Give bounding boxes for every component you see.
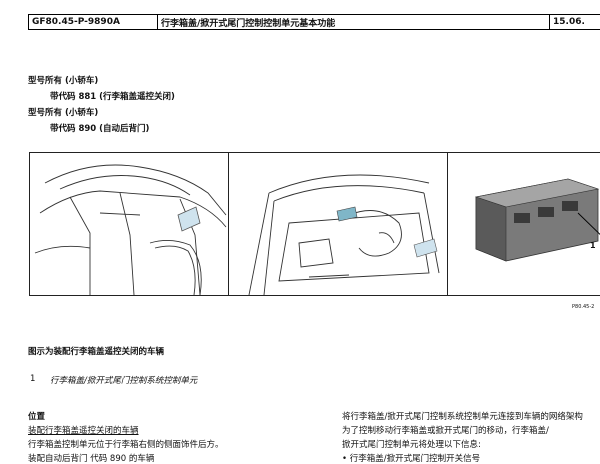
document-code: GF80.45-P-9890A [29, 15, 158, 29]
illustration-divider [228, 153, 229, 295]
illustration-frame: 1 [29, 152, 600, 296]
figure-caption-title: 图示为装配行李箱盖遥控关闭的车辆 [28, 347, 165, 357]
document-title: 行李箱盖/掀开式尾门控制控制单元基本功能 [158, 15, 550, 29]
body-text-line: 将行李箱盖/掀开式尾门控制系统控制单元连接到车辆的网络架构 [342, 412, 583, 422]
figure-legend-text: 行李箱盖/掀开式尾门控制系统控制单元 [50, 376, 198, 386]
document-date: 15.06. [553, 17, 585, 27]
illustration-divider [447, 153, 448, 295]
applicability-code-890: 带代码 890 (自动后背门) [50, 124, 150, 134]
applicability-model-1: 型号所有 (小轿车) [28, 76, 99, 86]
document-header-table: GF80.45-P-9890A 行李箱盖/掀开式尾门控制控制单元基本功能 15.… [28, 14, 600, 30]
section-heading-location: 位置 [28, 412, 46, 422]
figure-legend-number: 1 [30, 374, 36, 384]
body-text-line: 为了控制移动行李箱盖或掀开式尾门的移动，行李箱盖/ [342, 426, 549, 436]
applicability-model-2: 型号所有 (小轿车) [28, 108, 99, 118]
location-subheading-2: 装配自动后背门 代码 890 的车辆 [28, 454, 155, 464]
figure-reference-code: P80.45-2 [572, 304, 595, 310]
applicability-code-881: 带代码 881 (行李箱盖遥控关闭) [50, 92, 175, 102]
body-text-line: • 行李箱盖/掀开式尾门控制开关信号 [342, 454, 481, 464]
figure-callout-1: 1 [590, 241, 596, 250]
location-subheading: 装配行李箱盖遥控关闭的车辆 [28, 426, 139, 436]
body-text-line: 掀开式尾门控制单元将处理以下信息: [342, 440, 481, 450]
control-unit-illustration [474, 178, 600, 262]
location-description: 行李箱盖控制单元位于行李箱右侧的侧面饰件后方。 [28, 440, 224, 450]
car-rear-illustration [34, 164, 227, 295]
open-trunk-illustration [248, 174, 440, 295]
